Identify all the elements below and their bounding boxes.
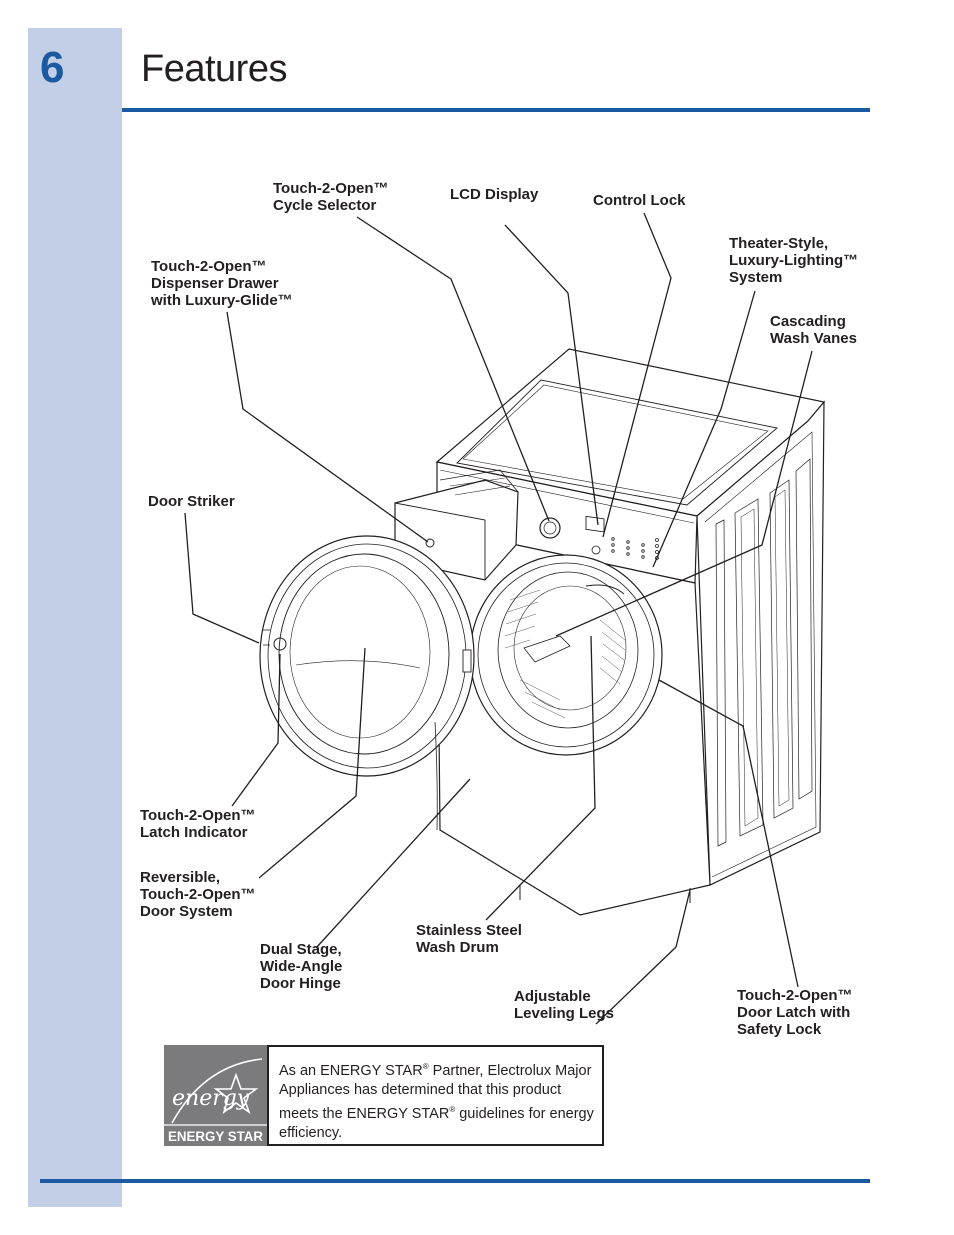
callout-lcd-display: LCD Display — [450, 186, 539, 203]
left-sidebar-band — [28, 28, 122, 1207]
energy-star-logo: energy ENERGY STAR — [164, 1045, 267, 1146]
callout-door-striker: Door Striker — [148, 493, 235, 510]
energy-star-icon: energy ENERGY STAR — [164, 1045, 267, 1146]
page-number: 6 — [40, 43, 65, 92]
footer-rule — [40, 1179, 870, 1183]
energy-star-text-box: As an ENERGY STAR® Partner, Electrolux M… — [267, 1045, 604, 1146]
svg-text:ENERGY STAR: ENERGY STAR — [168, 1129, 263, 1144]
energy-star-statement: As an ENERGY STAR® Partner, Electrolux M… — [279, 1062, 594, 1141]
svg-text:energy: energy — [172, 1086, 250, 1111]
header-rule — [122, 108, 870, 112]
callout-control-lock: Control Lock — [593, 192, 686, 209]
energy-star-notice: energy ENERGY STAR As an ENERGY STAR® Pa… — [164, 1045, 605, 1146]
page-title: Features — [141, 48, 287, 90]
